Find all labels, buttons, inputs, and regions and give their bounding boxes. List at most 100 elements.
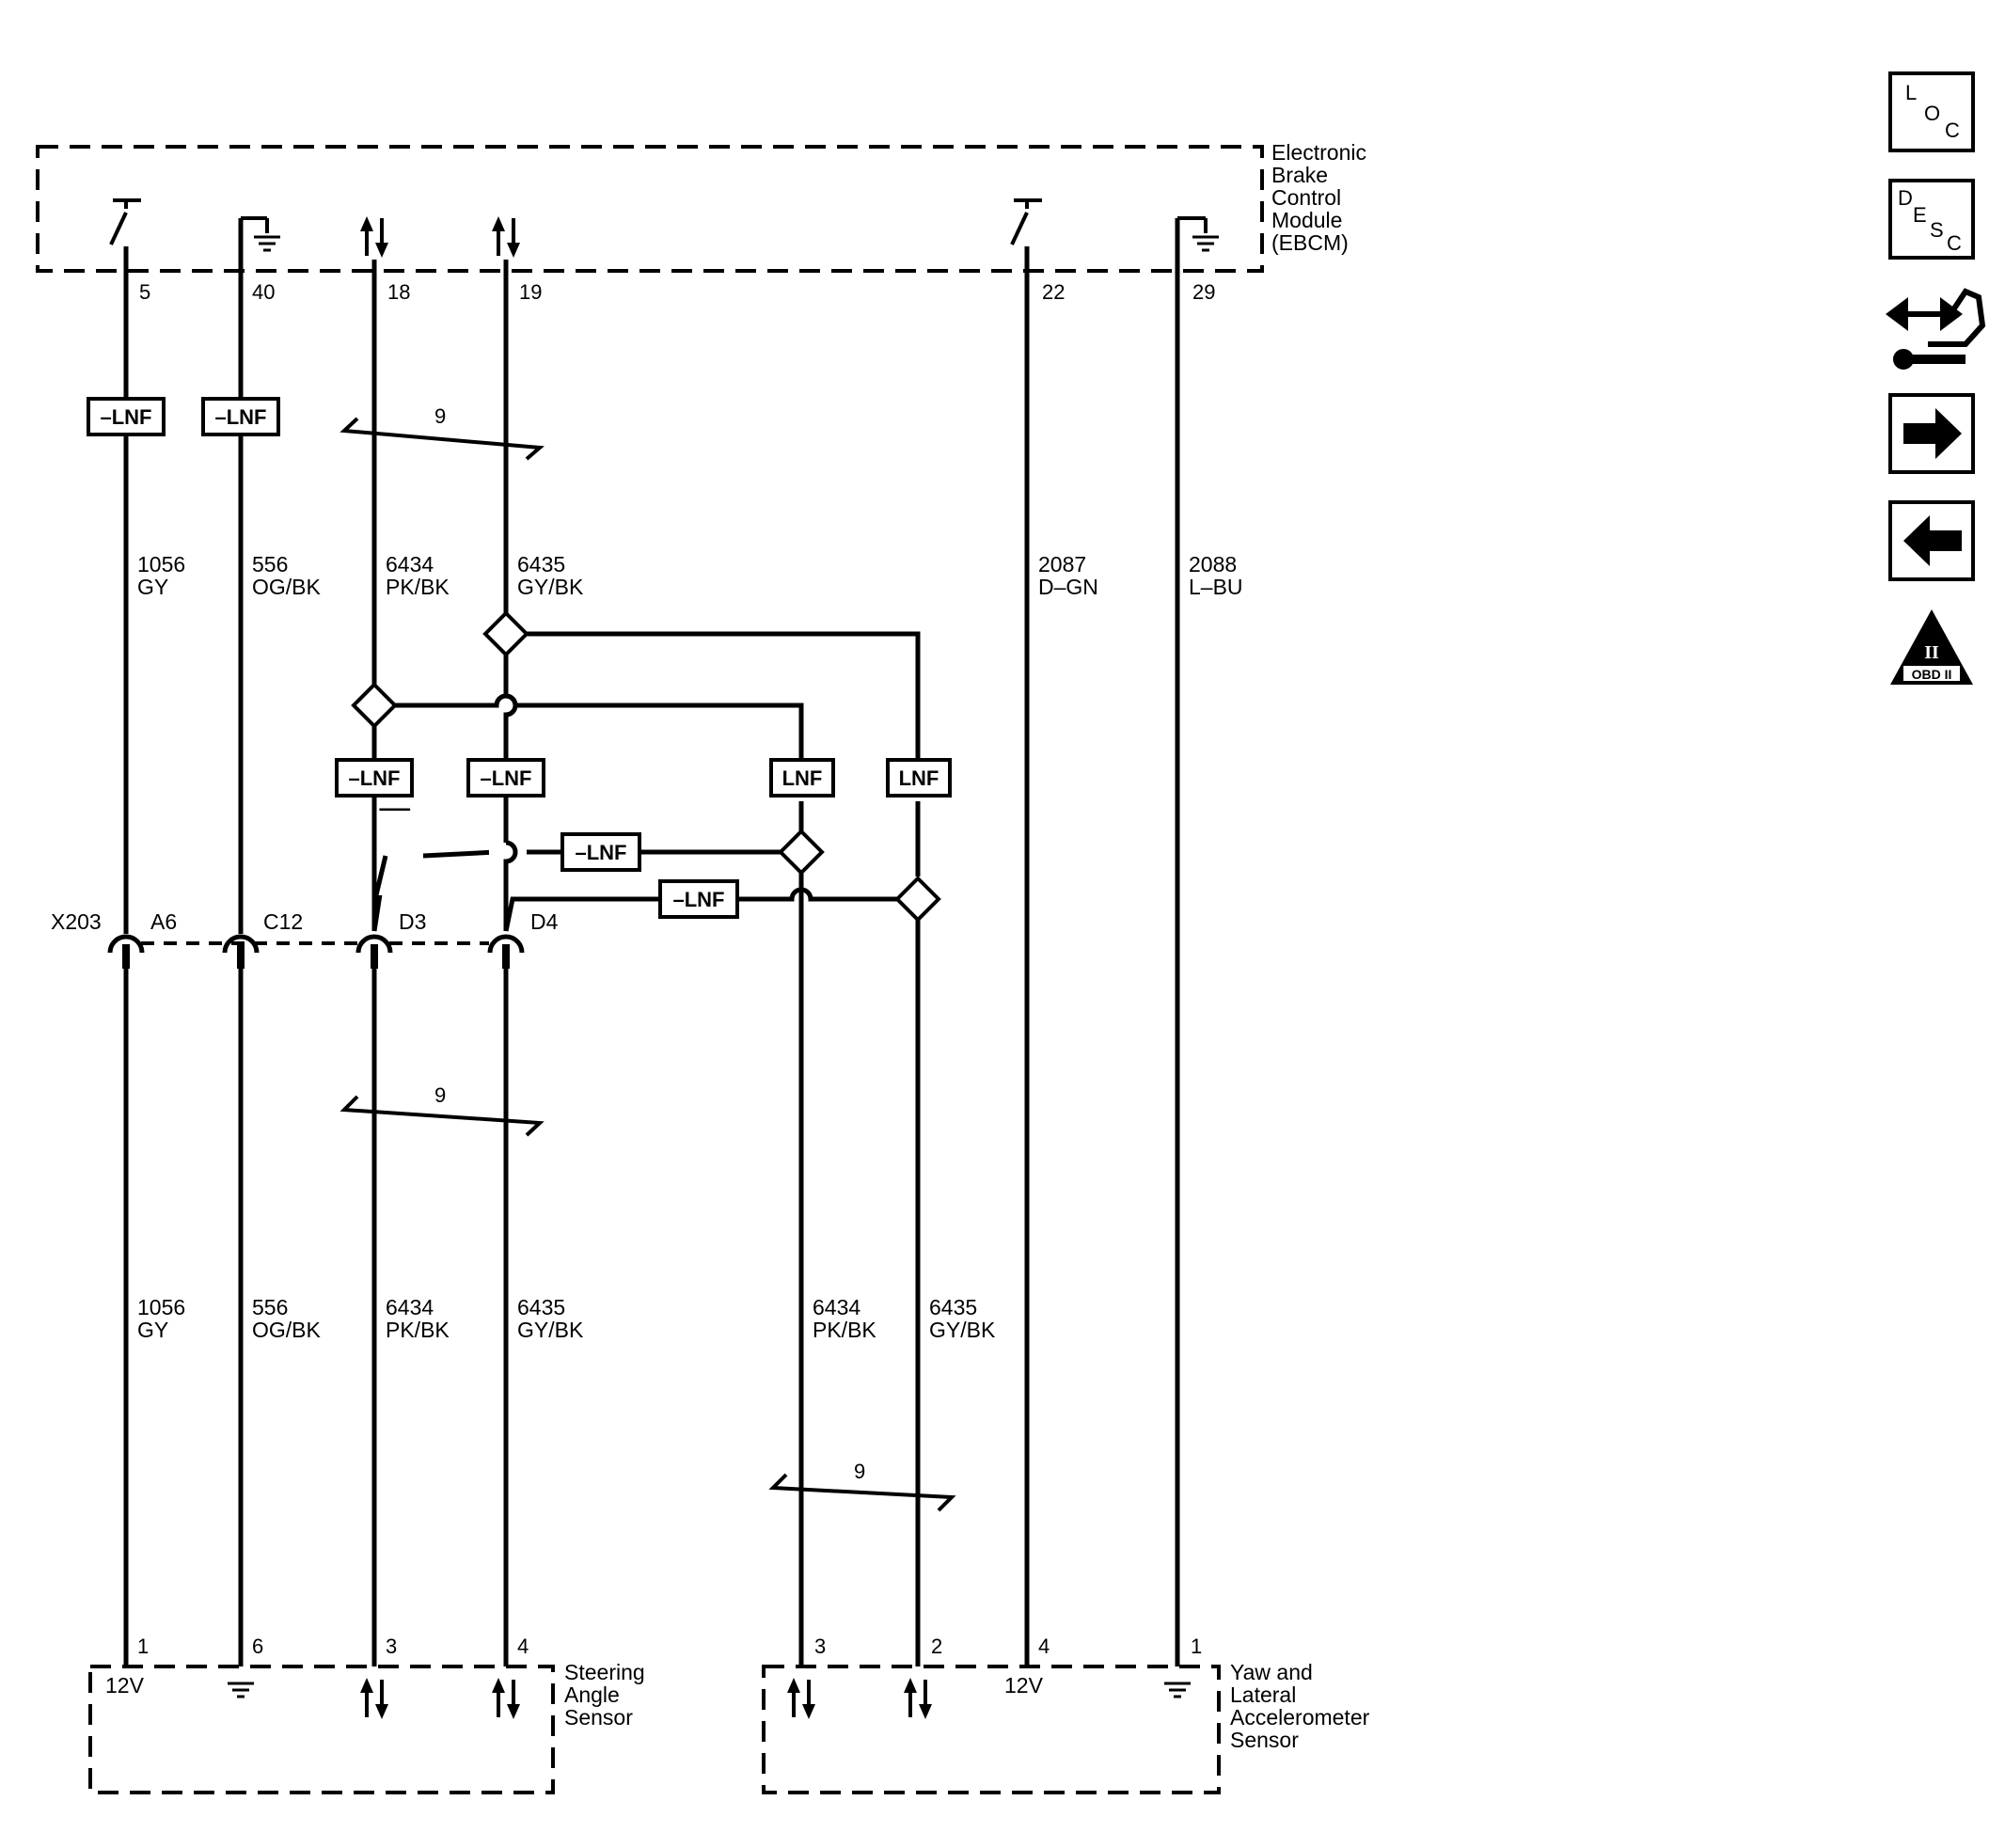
wire-d4	[503, 801, 518, 931]
mask	[357, 811, 423, 895]
svg-text:D: D	[1898, 186, 1913, 210]
circuit-number: 6434	[386, 552, 434, 577]
yaw-pin-label: 3	[814, 1635, 826, 1658]
bidirectional-arrows-icon	[902, 1676, 934, 1721]
yaw-name-line-3: Accelerometer	[1230, 1705, 1370, 1730]
ground-icon	[1177, 216, 1221, 252]
circuit-number: 556	[252, 1295, 288, 1319]
option-box-not-lnf: –LNF	[335, 758, 414, 798]
circuit-number: 6434	[813, 1295, 860, 1319]
option-box-lnf: LNF	[769, 758, 835, 798]
desc-icon[interactable]: D E S C	[1888, 179, 1975, 260]
circuit-color: PK/BK	[386, 575, 450, 599]
connector-cavity: D3	[399, 909, 426, 934]
obd-ii-icon[interactable]: II OBD II	[1890, 609, 1973, 685]
sas-pin-label: 3	[386, 1635, 397, 1658]
svg-text:OBD II: OBD II	[1912, 667, 1952, 682]
sas-voltage: 12V	[105, 1673, 145, 1698]
sas-pin-label: 4	[517, 1635, 529, 1658]
svg-text:C: C	[1945, 118, 1960, 142]
bidirectional-arrows-icon	[490, 1676, 522, 1721]
option-box-not-lnf: –LNF	[658, 879, 739, 919]
connector-x203: X203 A6 C12 D3 D4	[51, 909, 559, 969]
svg-text:LNF: LNF	[782, 766, 823, 790]
previous-page-arrow-icon[interactable]	[1888, 500, 1975, 581]
svg-text:S: S	[1930, 218, 1944, 242]
yaw-pin-label: 4	[1038, 1635, 1050, 1658]
twisted-pair-marker	[339, 1095, 545, 1137]
ground-icon	[226, 1682, 256, 1698]
ebcm-pin-label: 18	[387, 280, 410, 304]
circuit-color: OG/BK	[252, 1318, 322, 1342]
circuit-color: GY/BK	[517, 1318, 584, 1342]
connector-name: X203	[51, 909, 102, 934]
connector-cavity: D4	[530, 909, 559, 934]
splice-6435-lnf	[895, 877, 940, 922]
circuit-color: PK/BK	[813, 1318, 876, 1342]
svg-text:LNF: LNF	[899, 766, 939, 790]
circuit-number: 6434	[386, 1295, 434, 1319]
sas-name-line-1: Steering	[564, 1660, 645, 1684]
ebcm-name-line-5: (EBCM)	[1271, 230, 1349, 255]
yaw-pin-label: 2	[931, 1635, 942, 1658]
circuit-color: GY/BK	[517, 575, 584, 599]
sas-pin-label: 6	[252, 1635, 263, 1658]
connector-cavity: A6	[150, 909, 177, 934]
yaw-name-line-4: Sensor	[1230, 1728, 1299, 1752]
switch-icon	[1010, 198, 1042, 245]
option-box-not-lnf: –LNF	[87, 397, 166, 436]
ebcm-pin-label: 29	[1192, 280, 1215, 304]
ebcm-module: Electronic Brake Control Module (EBCM)	[36, 140, 1366, 304]
circuit-color: D–GN	[1038, 575, 1098, 599]
bidirectional-arrows-icon	[358, 214, 390, 260]
ebcm-name-line-1: Electronic	[1271, 140, 1366, 165]
bidirectional-arrows-icon	[490, 214, 522, 260]
sas-name-line-2: Angle	[564, 1682, 620, 1707]
splice-6434-lnf	[779, 829, 824, 875]
ebcm-pin-label: 22	[1042, 280, 1065, 304]
circuit-labels-upper: 1056 GY 556 OG/BK 6434 PK/BK 6435 GY/BK …	[137, 552, 1243, 599]
loc-icon[interactable]: L O C	[1888, 71, 1975, 152]
splice-6435	[483, 611, 529, 656]
wire-d3	[371, 801, 388, 931]
circuit-color: L–BU	[1189, 575, 1243, 599]
circuit-number: 1056	[137, 1295, 185, 1319]
twisted-pair-marker	[339, 417, 545, 461]
svg-text:II: II	[1924, 642, 1939, 663]
steering-angle-sensor: 1 6 3 4 12V Steering Angle Sensor	[88, 1635, 645, 1794]
ebcm-pin-label: 40	[252, 280, 275, 304]
next-page-arrow-icon[interactable]	[1888, 393, 1975, 474]
ground-icon	[1162, 1682, 1192, 1698]
ebcm-pin-label: 5	[139, 280, 150, 304]
option-box-not-lnf: –LNF	[466, 758, 545, 798]
svg-text:L: L	[1905, 81, 1917, 104]
circuit-color: GY/BK	[929, 1318, 996, 1342]
circuit-color: GY	[137, 575, 168, 599]
bidirectional-arrows-icon	[358, 1676, 390, 1721]
circuit-color: OG/BK	[252, 575, 322, 599]
svg-text:E: E	[1913, 203, 1927, 227]
twisted-pair-label: 9	[434, 404, 446, 428]
twisted-pair-marker	[768, 1473, 956, 1512]
circuit-number: 2088	[1189, 552, 1237, 577]
sas-pin-label: 1	[137, 1635, 149, 1658]
circuit-number: 556	[252, 552, 288, 577]
svg-text:–LNF: –LNF	[673, 888, 725, 911]
svg-text:–LNF: –LNF	[481, 766, 532, 790]
option-box-lnf: LNF	[886, 758, 952, 798]
connector-cavity: C12	[263, 909, 303, 934]
circuit-labels-lower: 1056 GY 556 OG/BK 6434 PK/BK 6435 GY/BK …	[137, 1295, 996, 1342]
circuit-number: 6435	[517, 1295, 565, 1319]
switch-icon	[109, 198, 141, 245]
circuit-number: 6435	[929, 1295, 977, 1319]
yaw-lateral-accelerometer-sensor: 3 2 4 1 12V Yaw and Lateral Acceleromete…	[762, 1635, 1370, 1794]
bidirectional-arrows-icon	[785, 1676, 817, 1721]
option-box-not-lnf: –LNF	[560, 832, 641, 872]
twisted-pair-label: 9	[434, 1083, 446, 1107]
ground-icon	[241, 216, 282, 252]
yaw-name-line-1: Yaw and	[1230, 1660, 1313, 1684]
svg-text:O: O	[1924, 102, 1940, 125]
connector-view-icon[interactable]	[1886, 288, 1986, 370]
yaw-name-line-2: Lateral	[1230, 1682, 1296, 1707]
circuit-color: PK/BK	[386, 1318, 450, 1342]
